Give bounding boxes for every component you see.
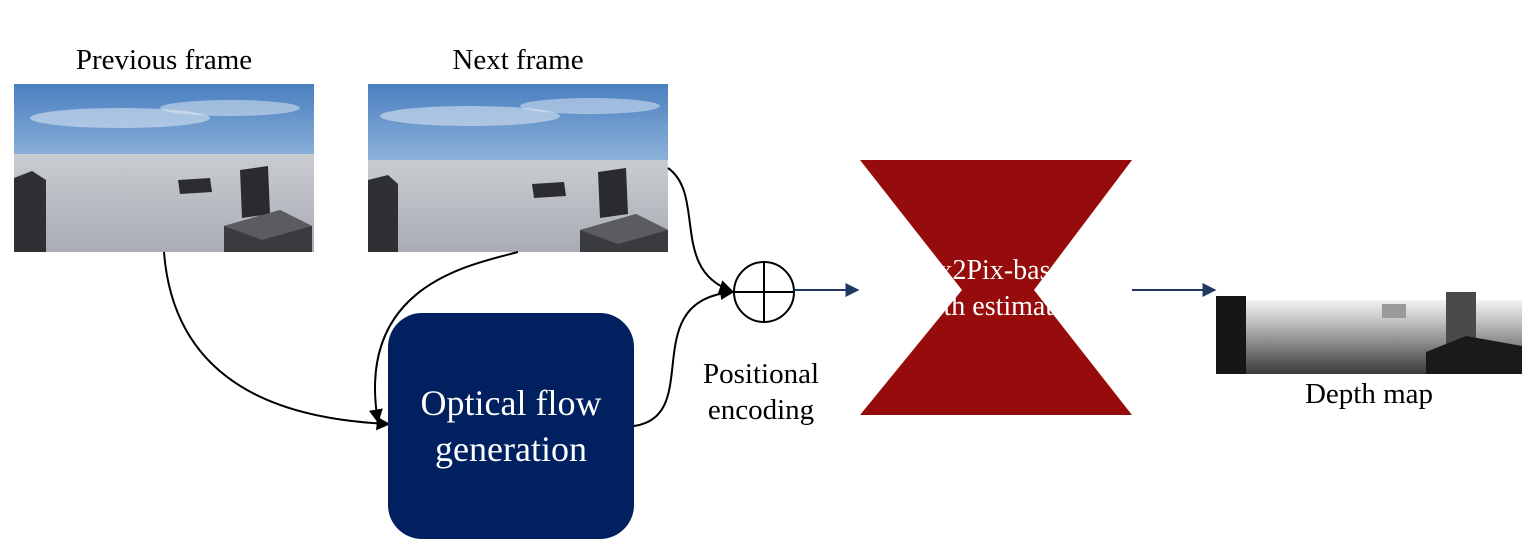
previous-frame-label: Previous frame: [75, 44, 253, 76]
optical-flow-generation-block: Optical flow generation: [388, 313, 634, 539]
pix2pix-label-line1: Pix2Pix-based: [915, 255, 1077, 286]
flow-to-sum-arrow: [633, 286, 735, 427]
pix2pix-label: Pix2Pix-based depth estimation: [860, 253, 1132, 325]
positional-encoding-line2: encoding: [707, 394, 815, 426]
next-frame-image: [368, 84, 668, 252]
optical-flow-title-line1: Optical flow: [420, 383, 602, 423]
next-to-sum-arrow: [667, 167, 734, 294]
depth-map-image: [1216, 204, 1522, 374]
depth-map-label: Depth map: [1304, 378, 1434, 410]
pix2pix-label-line2: depth estimation: [903, 291, 1089, 322]
pix2pix-block: [860, 160, 1132, 415]
optical-flow-title-line2: generation: [435, 429, 587, 469]
positional-encoding-label: Positional encoding: [676, 356, 846, 428]
prev-to-flow-arrow: [163, 251, 391, 431]
next-frame-label: Next frame: [452, 44, 584, 76]
previous-frame-image: [14, 84, 314, 252]
concatenation-symbol: [733, 261, 795, 323]
next-to-flow-arrow: [369, 251, 519, 424]
positional-encoding-line1: Positional: [702, 358, 819, 390]
